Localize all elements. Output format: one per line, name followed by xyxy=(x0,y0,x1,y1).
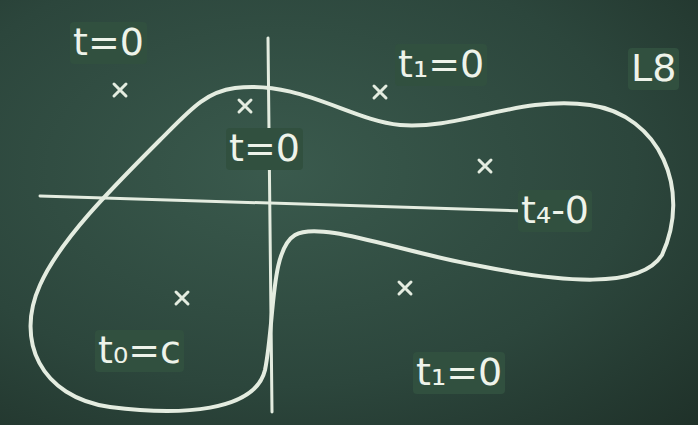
horizontal-axis xyxy=(40,196,560,212)
point-marks xyxy=(114,84,491,304)
region-label: t₁=0 xyxy=(395,44,487,86)
closed-curve xyxy=(31,87,674,411)
region-label: t=0 xyxy=(70,22,147,64)
region-label: t=0 xyxy=(226,128,303,170)
corner-note: L8 xyxy=(628,48,679,90)
region-label: t₀=c xyxy=(95,330,184,372)
region-label: t₄-0 xyxy=(518,190,592,232)
region-label: t₁=0 xyxy=(413,352,505,394)
